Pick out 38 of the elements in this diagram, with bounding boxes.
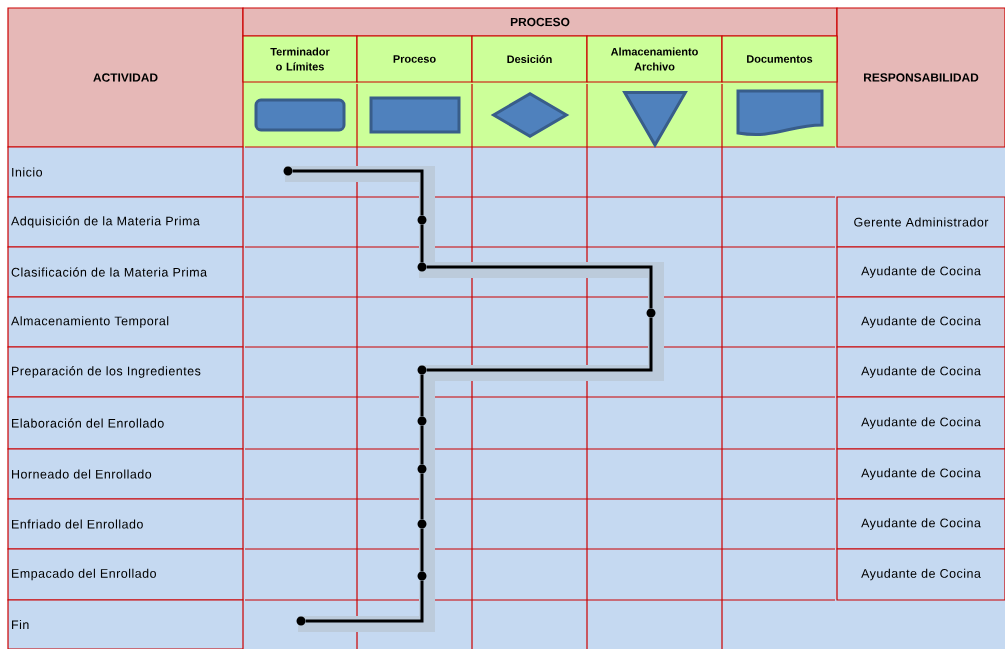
- table-cell: Ayudante de Cocina: [836, 346, 1005, 398]
- terminator-symbol: [254, 98, 346, 132]
- flow-line: [305, 580, 424, 623]
- document-symbol: [736, 89, 824, 136]
- header-cell: Almacenamiento Archivo: [586, 35, 723, 83]
- table-cell: Gerente Administrador: [836, 196, 1005, 248]
- flow-line: [426, 317, 653, 372]
- table-cell: Ayudante de Cocina: [836, 296, 1005, 348]
- header-cell: ACTIVIDAD: [7, 7, 244, 148]
- flow-line: [420, 528, 424, 572]
- flow-line: [420, 224, 424, 263]
- flow-line: [420, 374, 424, 417]
- table-cell: Adquisición de la Materia Prima: [7, 196, 244, 248]
- flow-line: [420, 425, 424, 465]
- table-cell: Horneado del Enrollado: [7, 448, 244, 500]
- table-cell: Fin: [7, 599, 244, 649]
- table-cell: Elaboración del Enrollado: [7, 396, 244, 450]
- header-cell: PROCESO: [242, 7, 838, 37]
- table-cell: Ayudante de Cocina: [836, 548, 1005, 601]
- header-cell: Terminador o Límites: [242, 35, 358, 83]
- table-cell: Ayudante de Cocina: [836, 448, 1005, 500]
- table-cell: Preparación de los Ingredientes: [7, 346, 244, 398]
- table-cell: Inicio: [7, 146, 244, 198]
- table-cell: Empacado del Enrollado: [7, 548, 244, 601]
- flow-line: [420, 473, 424, 520]
- table-cell: Almacenamiento Temporal: [7, 296, 244, 348]
- table-cell: Clasificación de la Materia Prima: [7, 246, 244, 298]
- table-cell: Ayudante de Cocina: [836, 396, 1005, 450]
- header-cell: Proceso: [356, 35, 473, 83]
- table-cell: Enfriado del Enrollado: [7, 498, 244, 550]
- header-cell: Desición: [471, 35, 588, 83]
- table-cell: Ayudante de Cocina: [836, 498, 1005, 550]
- process-symbol: [369, 96, 461, 134]
- table-cell: Ayudante de Cocina: [836, 246, 1005, 298]
- flow-line: [426, 265, 653, 309]
- header-cell: Documentos: [721, 35, 838, 83]
- flow-line: [292, 169, 424, 216]
- header-cell: RESPONSABILIDAD: [836, 7, 1005, 148]
